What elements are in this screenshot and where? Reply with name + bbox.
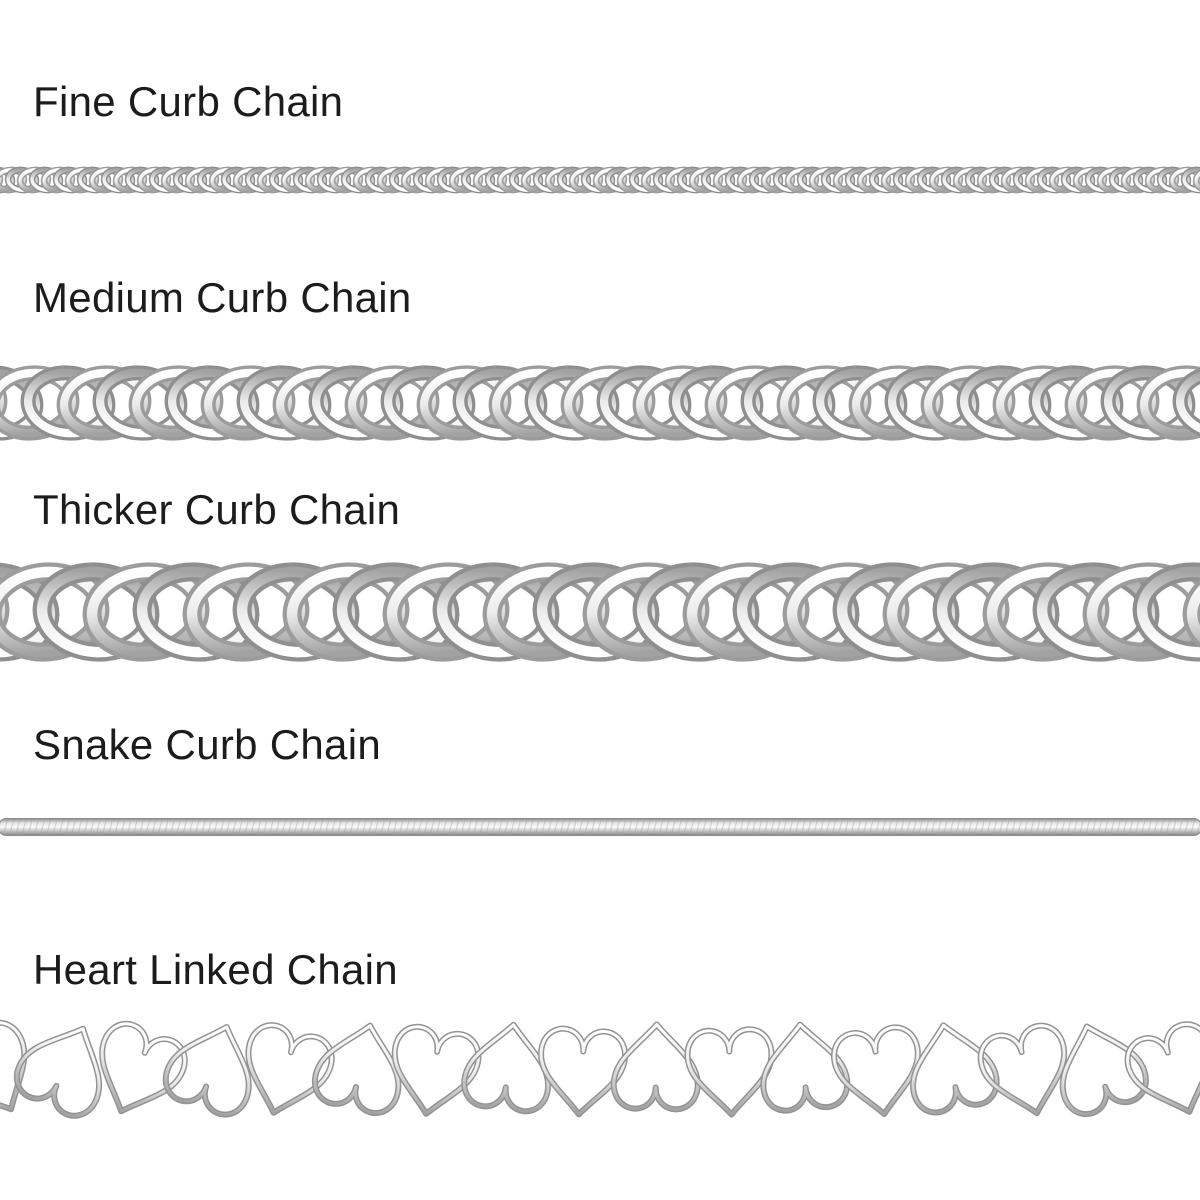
thicker-curb-chain-image <box>0 562 1200 662</box>
snake-curb-chain-image <box>0 818 1200 836</box>
label-snake-curb-chain: Snake Curb Chain <box>33 721 381 768</box>
medium-curb-chain-image <box>0 365 1200 441</box>
label-medium-curb-chain: Medium Curb Chain <box>33 274 412 321</box>
label-heart-linked-chain: Heart Linked Chain <box>33 946 398 993</box>
heart-linked-chain-image <box>0 1019 1200 1119</box>
label-fine-curb-chain: Fine Curb Chain <box>33 78 344 125</box>
label-thicker-curb-chain: Thicker Curb Chain <box>33 486 401 533</box>
fine-curb-chain-image <box>0 166 1200 194</box>
